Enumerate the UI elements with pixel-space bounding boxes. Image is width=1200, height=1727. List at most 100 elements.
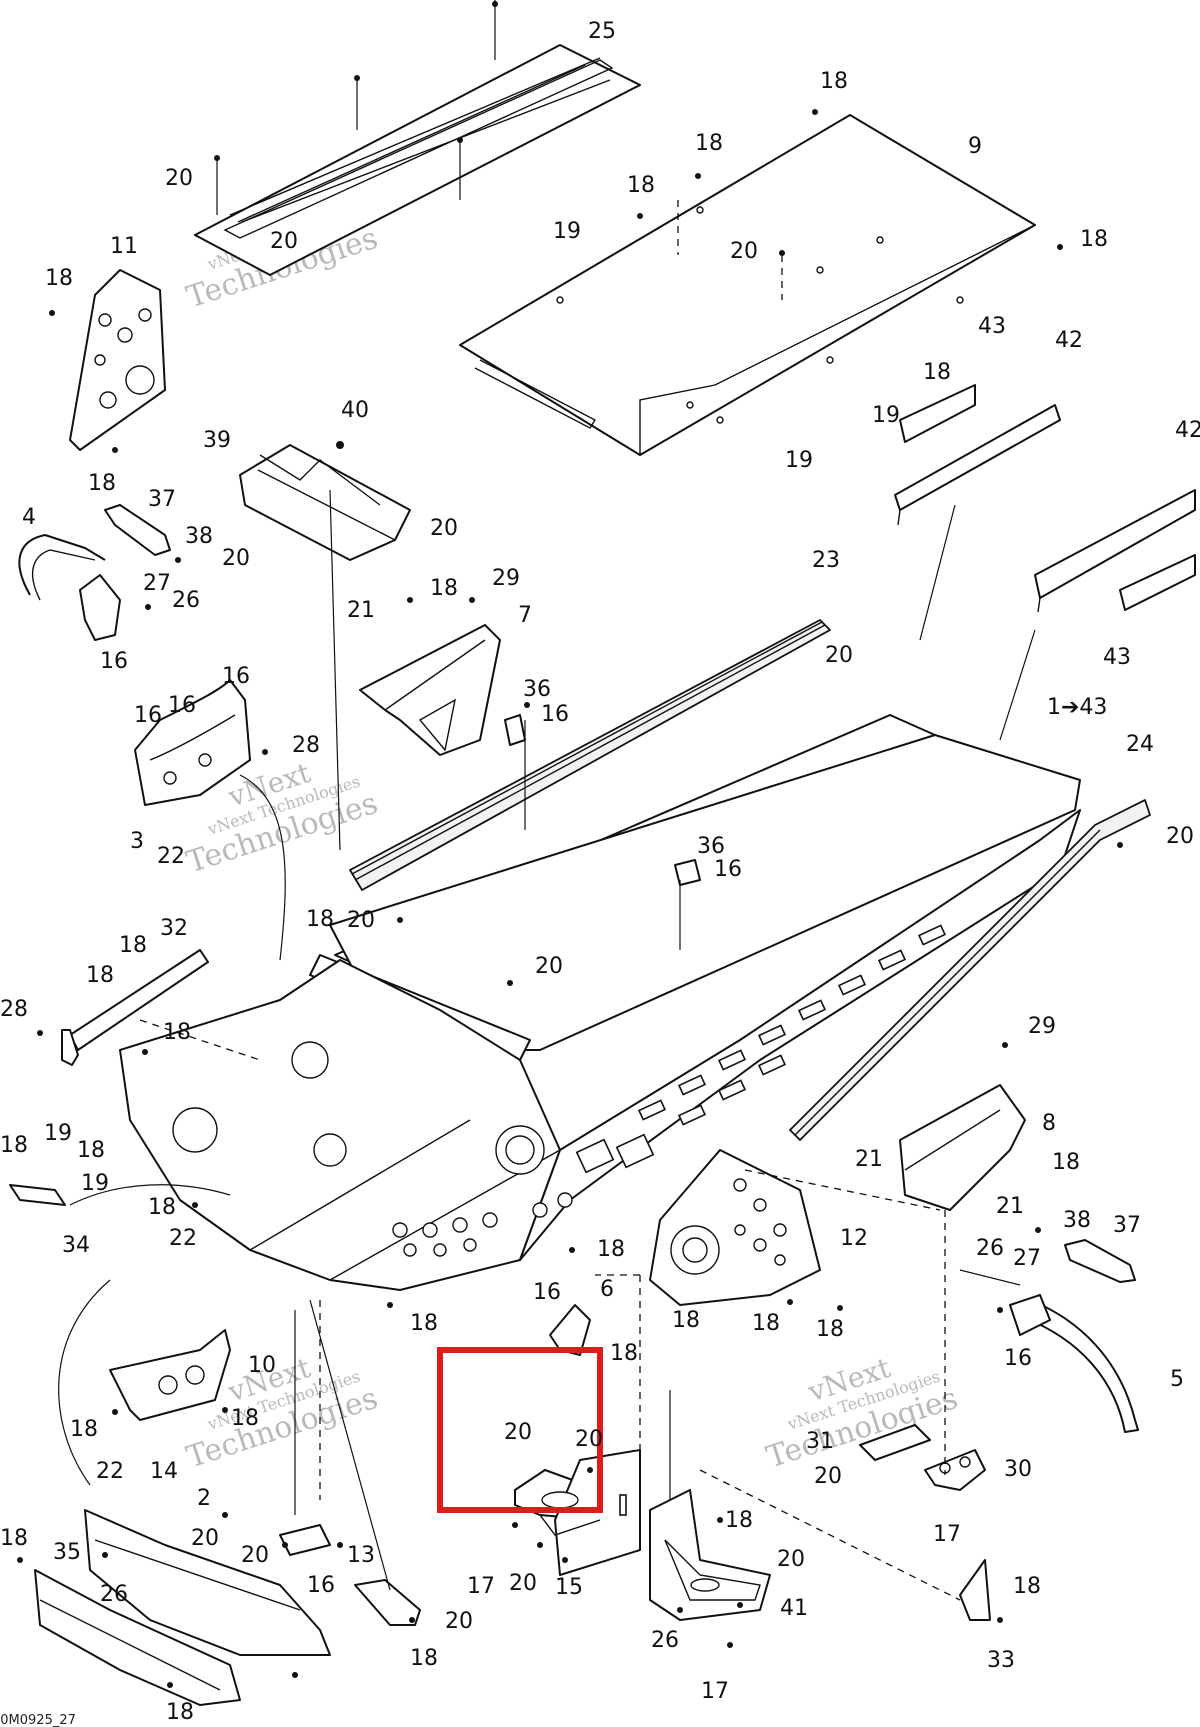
part-34-bracket — [9, 1184, 66, 1206]
callout-label: 32 — [160, 916, 188, 941]
part-4-handle — [18, 534, 121, 641]
callout-label: 18 — [166, 1700, 194, 1725]
callout-label: 40 — [341, 398, 369, 423]
callout-label: 22 — [169, 1226, 197, 1251]
callout-label: 16 — [134, 703, 162, 728]
part-10-bracket — [109, 1329, 231, 1421]
callout-label: 11 — [110, 234, 138, 259]
callout-label: 36 — [697, 834, 725, 859]
part-9-plate — [459, 114, 1036, 456]
callout-label: 16 — [100, 649, 128, 674]
callout-label: 24 — [1126, 732, 1154, 757]
callout-label: 38 — [185, 524, 213, 549]
callout-label: 37 — [148, 487, 176, 512]
callout-label: 19 — [553, 219, 581, 244]
callout-label: 29 — [492, 566, 520, 591]
callout-label: 42 — [1175, 418, 1200, 443]
drawing-code: 20M0925_27 — [0, 1713, 76, 1727]
callout-label: 18 — [77, 1138, 105, 1163]
callout-label: 26 — [976, 1236, 1004, 1261]
callout-label: 18 — [0, 1526, 28, 1551]
callout-label: 33 — [987, 1648, 1015, 1673]
callout-label: 2 — [197, 1486, 211, 1511]
callout-label: 17 — [701, 1679, 729, 1704]
callout-label: 43 — [1103, 645, 1131, 670]
callout-label: 30 — [1004, 1457, 1032, 1482]
callout-label: 39 — [203, 428, 231, 453]
callout-label: 20 — [535, 954, 563, 979]
callout-label: 16 — [168, 693, 196, 718]
callout-label: 3 — [130, 829, 144, 854]
callout-label: 20 — [730, 239, 758, 264]
callout-label: 18 — [306, 907, 334, 932]
callout-label: 20 — [222, 546, 250, 571]
part-5-handle — [1009, 1294, 1139, 1433]
callout-label: 37 — [1113, 1213, 1141, 1238]
callout-label: 15 — [555, 1575, 583, 1600]
callout-label: 18 — [45, 266, 73, 291]
callout-label: 18 — [430, 576, 458, 601]
callout-label: 26 — [651, 1628, 679, 1653]
callout-label: 16 — [1004, 1346, 1032, 1371]
callout-label: 18 — [627, 173, 655, 198]
callout-label: 27 — [143, 571, 171, 596]
callout-label: 18 — [610, 1341, 638, 1366]
callout-label: 7 — [518, 603, 532, 628]
callout-label: 20 — [509, 1571, 537, 1596]
part-11-plate — [69, 269, 166, 451]
part-8-bracket — [899, 1084, 1026, 1211]
part-13-bracket — [279, 1524, 331, 1556]
callout-label: 18 — [672, 1308, 700, 1333]
callout-label: 22 — [157, 844, 185, 869]
callout-label: 8 — [1042, 1111, 1056, 1136]
part-30-31-brackets — [859, 1424, 986, 1491]
callout-label: 18 — [410, 1646, 438, 1671]
part-24-rail — [789, 799, 1151, 1141]
callout-label: 19 — [785, 448, 813, 473]
callout-label: 41 — [780, 1596, 808, 1621]
callout-label: 4 — [22, 505, 36, 530]
callout-label: 21 — [347, 598, 375, 623]
part-33-bracket — [354, 1579, 421, 1626]
callout-label: 9 — [968, 134, 982, 159]
callout-label: 19 — [81, 1171, 109, 1196]
callout-label: 18 — [725, 1508, 753, 1533]
callout-label: 21 — [855, 1147, 883, 1172]
callout-label: 20 — [445, 1609, 473, 1634]
callout-label: 20 — [825, 643, 853, 668]
part-23-rail — [349, 619, 831, 891]
tunnel-body — [119, 714, 1081, 1291]
part-39-bracket — [239, 444, 411, 561]
callout-label: 26 — [172, 588, 200, 613]
callout-label: 18 — [410, 1311, 438, 1336]
callout-label: 18 — [597, 1237, 625, 1262]
callout-label: 18 — [752, 1311, 780, 1336]
callout-label: 20 — [430, 516, 458, 541]
callout-label: 19 — [44, 1121, 72, 1146]
callout-label: 17 — [933, 1522, 961, 1547]
callout-label: 28 — [292, 733, 320, 758]
callout-label: 18 — [1080, 227, 1108, 252]
callout-label: 27 — [1013, 1246, 1041, 1271]
callout-label: 34 — [62, 1233, 90, 1258]
callout-label: 18 — [88, 471, 116, 496]
bolt-markers — [17, 109, 1123, 1688]
part-37-handle-small — [104, 504, 171, 556]
callout-label: 14 — [150, 1459, 178, 1484]
callout-labels: 25 20 20 11 18 18 18 18 9 18 19 20 18 18… — [0, 19, 1200, 1725]
callout-label: 16 — [714, 857, 742, 882]
parts-42-43-brackets — [894, 384, 1196, 613]
highlight-box[interactable] — [437, 1347, 603, 1513]
part-32-bracket — [61, 949, 209, 1066]
callout-label: 18 — [119, 933, 147, 958]
callout-label: 18 — [820, 69, 848, 94]
callout-label: 18 — [1052, 1150, 1080, 1175]
callout-label: 35 — [53, 1540, 81, 1565]
part-12-plate — [649, 1149, 821, 1306]
callout-label: 19 — [872, 403, 900, 428]
callout-label: 36 — [523, 677, 551, 702]
callout-label: 17 — [467, 1574, 495, 1599]
callout-label: 25 — [588, 19, 616, 44]
callout-label: 20 — [165, 166, 193, 191]
